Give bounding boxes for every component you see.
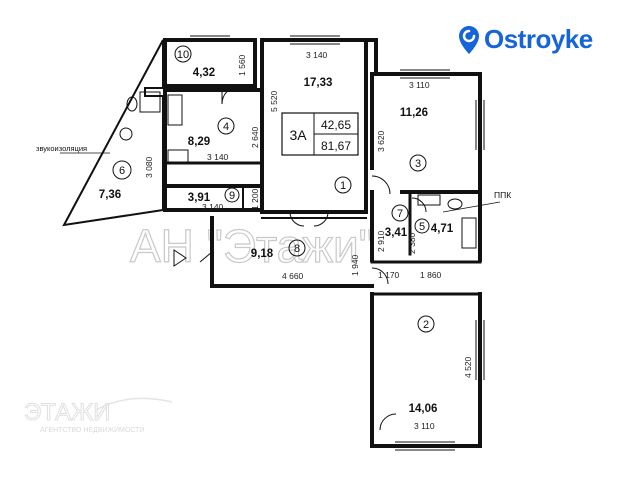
dim-1170: 1 170 (378, 270, 400, 280)
room-numbers: 10 4 6 9 1 8 3 7 5 2 (119, 49, 429, 331)
room-2-area: 14,06 (409, 403, 438, 415)
apartment-type: 3А (289, 127, 307, 143)
agency-watermark-logo: ЭТАЖИ АГЕНТСТВО НЕДВИЖИМОСТИ (24, 397, 173, 434)
dim-2640: 2 640 (250, 126, 260, 148)
room-6-area: 7,36 (99, 189, 121, 201)
agency-logo-tagline: АГЕНТСТВО НЕДВИЖИМОСТИ (40, 427, 144, 434)
walls (62, 38, 482, 448)
windows (190, 35, 485, 451)
dim-3110-top: 3 110 (409, 80, 430, 90)
room-3-area: 11,26 (400, 107, 428, 119)
watermark-text: АН "Этажи" (130, 220, 375, 272)
dim-3620: 3 620 (376, 130, 386, 152)
fixtures (119, 91, 477, 249)
dim-3140-top: 3 140 (306, 50, 328, 60)
room-6-number: 6 (119, 165, 125, 177)
dim-4660: 4 660 (282, 271, 304, 281)
room-number-markers (112, 45, 435, 333)
room-10-area: 4,32 (193, 67, 215, 79)
dim-3140-mid: 3 140 (207, 152, 229, 162)
room-areas: 4,32 8,29 7,36 3,91 17,33 9,18 11,26 3,4… (99, 67, 454, 415)
apartment-label: 3А 42,65 81,67 (281, 112, 359, 156)
dim-1560: 1 560 (237, 54, 247, 76)
room-1-area: 17,33 (304, 77, 333, 89)
dim-3080: 3 080 (144, 156, 154, 178)
room-2-number: 2 (423, 319, 429, 331)
dim-1940: 1 940 (350, 254, 360, 276)
dim-3110-bottom: 3 110 (414, 421, 435, 431)
room-4-number: 4 (223, 121, 229, 133)
room-10-number: 10 (177, 49, 189, 61)
dim-3140-low: 3 140 (202, 202, 224, 212)
ppk-label: ППК (494, 190, 511, 200)
room-3-number: 3 (415, 158, 421, 170)
room-7-area: 3,41 (385, 227, 408, 239)
soundproofing-label: звукоизоляция (36, 144, 87, 153)
room-5-number: 5 (419, 221, 425, 233)
agency-logo-text: ЭТАЖИ (24, 399, 111, 426)
room-9-number: 9 (229, 190, 235, 202)
brand-logo: Ostroyke (458, 24, 593, 55)
room-1-number: 1 (340, 180, 346, 192)
room-8-area: 9,18 (251, 248, 274, 260)
room-8-number: 8 (294, 243, 300, 255)
apartment-total-area: 81,67 (321, 139, 351, 153)
room-5-area: 4,71 (431, 223, 454, 235)
dim-4520: 4 520 (463, 356, 473, 378)
apartment-living-area: 42,65 (321, 118, 351, 132)
dim-1200: 1 200 (250, 188, 260, 210)
brand-name: Ostroyke (484, 24, 593, 54)
room-7-number: 7 (397, 208, 403, 220)
dimensions: 3 140 1 560 5 520 3 110 2 640 3 620 3 08… (144, 50, 473, 431)
location-pin-icon (459, 25, 479, 54)
ppk-leader (442, 201, 501, 213)
dim-5520: 5 520 (269, 90, 279, 112)
room-9-area: 3,91 (188, 192, 211, 204)
dim-1860: 1 860 (420, 270, 442, 280)
room-4-area: 8,29 (188, 136, 210, 148)
dim-2910: 2 910 (376, 230, 386, 252)
dim-2380: 2 380 (407, 232, 417, 254)
doors (173, 85, 427, 431)
